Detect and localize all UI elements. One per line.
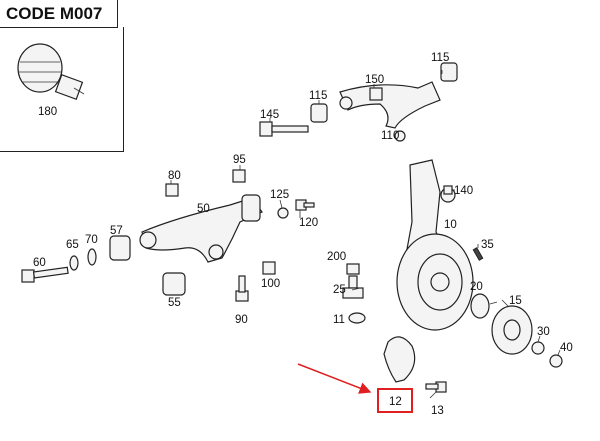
label-25: 25 <box>333 284 346 296</box>
washer-65 <box>69 255 79 271</box>
washer-125 <box>277 207 289 219</box>
code-box: CODE M007 <box>0 0 118 28</box>
inset-box <box>0 27 124 152</box>
label-55: 55 <box>168 297 181 309</box>
bushing-57 <box>109 235 131 261</box>
label-150: 150 <box>365 74 384 86</box>
pin-35 <box>472 247 484 261</box>
washer-70 <box>87 248 97 266</box>
lower-control-arm-50 <box>139 194 263 263</box>
cv-joint-180 <box>17 43 85 100</box>
label-70: 70 <box>85 234 98 246</box>
cap-30 <box>531 341 545 355</box>
code-label: CODE M007 <box>6 4 103 23</box>
label-65: 65 <box>66 239 79 251</box>
label-60: 60 <box>33 257 46 269</box>
label-80: 80 <box>168 170 181 182</box>
label-180: 180 <box>38 106 57 118</box>
label-115a: 115 <box>431 52 449 64</box>
label-100: 100 <box>261 278 280 290</box>
label-90: 90 <box>235 314 248 326</box>
label-200: 200 <box>327 251 346 263</box>
label-110: 110 <box>381 130 399 142</box>
bolt-145 <box>259 121 309 137</box>
ball-joint-25 <box>342 275 364 299</box>
bushing-115a <box>440 62 458 82</box>
brake-disc-20 <box>396 233 474 331</box>
clip-40 <box>549 354 563 368</box>
bolt-140 <box>443 185 453 195</box>
label-30: 30 <box>537 326 550 338</box>
nut-80 <box>165 183 179 197</box>
bolt-60 <box>21 266 69 283</box>
label-140: 140 <box>454 185 473 197</box>
label-35: 35 <box>481 239 494 251</box>
bolt-90 <box>235 275 249 302</box>
nut-95 <box>232 169 246 183</box>
bolt-13 <box>425 381 447 393</box>
upper-control-arm-110 <box>339 81 441 142</box>
dust-shield-12 <box>383 336 416 383</box>
label-15: 15 <box>509 295 522 307</box>
label-57: 57 <box>110 225 123 237</box>
label-120: 120 <box>299 217 318 229</box>
nut-150 <box>369 87 383 101</box>
label-13: 13 <box>431 405 444 417</box>
label-20: 20 <box>470 281 483 293</box>
label-10: 10 <box>444 219 457 231</box>
highlight-box <box>377 388 413 413</box>
nut-11 <box>348 312 366 324</box>
wheel-hub-15 <box>491 305 533 355</box>
label-12: 12 <box>389 396 402 408</box>
label-125: 125 <box>270 189 289 201</box>
boot-200 <box>346 263 360 275</box>
bolt-120 <box>295 199 315 211</box>
bearing-20 <box>470 293 490 319</box>
bushing-115b <box>310 103 328 123</box>
label-145: 145 <box>260 109 279 121</box>
nut-100 <box>262 261 276 275</box>
label-115b: 115 <box>309 90 327 102</box>
highlight-arrow <box>297 363 372 394</box>
label-11: 11 <box>333 314 345 326</box>
label-95: 95 <box>233 154 246 166</box>
label-40: 40 <box>560 342 573 354</box>
label-50: 50 <box>197 203 210 215</box>
bushing-55 <box>162 272 186 296</box>
